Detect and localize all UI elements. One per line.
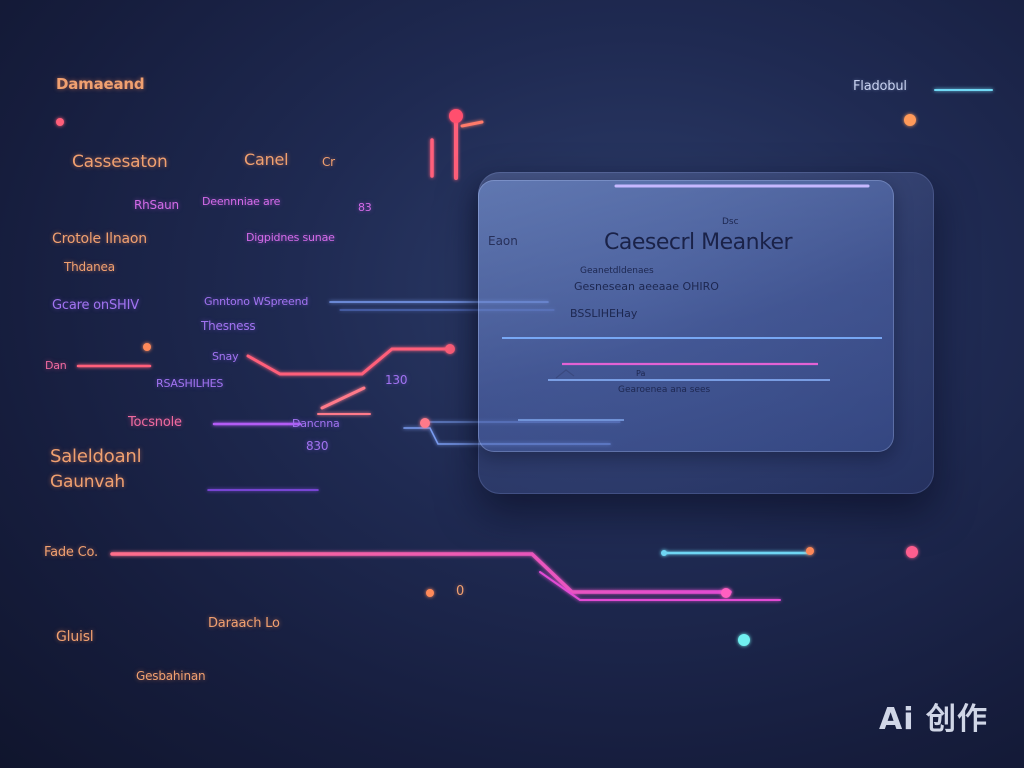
- code-value: Gnntono WSpreend: [204, 295, 309, 308]
- card-line-3: BSSLIHEHay: [570, 307, 638, 320]
- node-fade-end: [721, 588, 731, 598]
- node-top-mid: [449, 109, 463, 123]
- gluis-label: Gluisl: [56, 629, 94, 645]
- zig-line: [246, 347, 452, 376]
- section-cancel-suffix: Cr: [322, 155, 335, 169]
- node-dan: [143, 343, 151, 351]
- top-right-title: Fladobul: [853, 79, 907, 94]
- row-a-value: Deennniae are: [202, 195, 281, 208]
- node-fade-a: [661, 550, 667, 556]
- node-fade-c: [906, 546, 918, 558]
- node-top-right: [904, 114, 916, 126]
- node-fade-b: [806, 547, 814, 555]
- toc-value: Dancnna: [292, 417, 340, 430]
- section-customer: Cassesaton: [72, 152, 168, 172]
- toc-label: Tocsnole: [128, 415, 182, 430]
- card-side-label: Eaon: [488, 234, 518, 248]
- create-mid: Digpidnes sunae: [246, 231, 335, 244]
- card-lines: [502, 184, 882, 421]
- watermark: Ai 创作: [879, 702, 988, 737]
- node-top-left: [56, 118, 64, 126]
- rsa-label: RSASHILHES: [156, 377, 224, 390]
- sale-sub: Gaunvah: [50, 472, 125, 492]
- top-left-title: Damaeand: [56, 75, 145, 93]
- dan-sub: Snay: [212, 350, 239, 363]
- info-card: Dsc Eaon Caesecrl Meanker Geanetdldenaes…: [478, 180, 894, 452]
- node-dash: [426, 589, 434, 597]
- row-a-num: 83: [358, 201, 372, 214]
- node-toc: [420, 418, 430, 428]
- code-label: Gcare onSHIV: [52, 298, 139, 313]
- create-sub: Thdanea: [64, 260, 115, 274]
- dash-label: Daraach Lo: [208, 616, 280, 631]
- node-gluis: [738, 634, 750, 646]
- dash-num: 0: [456, 584, 465, 599]
- card-title: Caesecrl Meanker: [604, 230, 793, 255]
- sale-label: Saleldoanl: [50, 446, 142, 467]
- toc-num: 830: [306, 439, 329, 453]
- fade-line: [110, 552, 732, 594]
- card-line-4: Pa: [636, 369, 646, 378]
- bottom-label: Gesbahinan: [136, 669, 206, 683]
- create-left: Crotole Ilnaon: [52, 231, 147, 247]
- dan-label: Dan: [45, 359, 67, 372]
- diag-line: [320, 386, 366, 410]
- card-line-2: Gesnesean aeeaae OHIRO: [574, 280, 719, 293]
- card-line-5: Gearoenea ana sees: [618, 385, 711, 395]
- fade-label: Fade Co.: [44, 545, 98, 560]
- node-zig: [445, 344, 455, 354]
- section-cancel: Canel: [244, 150, 289, 169]
- fade-line-2: [539, 571, 781, 601]
- code-sub: Thesness: [201, 319, 256, 333]
- top-line-notch: [460, 120, 484, 128]
- card-line-1: Geanetdldenaes: [580, 266, 654, 276]
- card-badge: Dsc: [722, 217, 739, 227]
- row-a-label: RhSaun: [134, 198, 179, 212]
- rsa-num: 130: [385, 373, 408, 387]
